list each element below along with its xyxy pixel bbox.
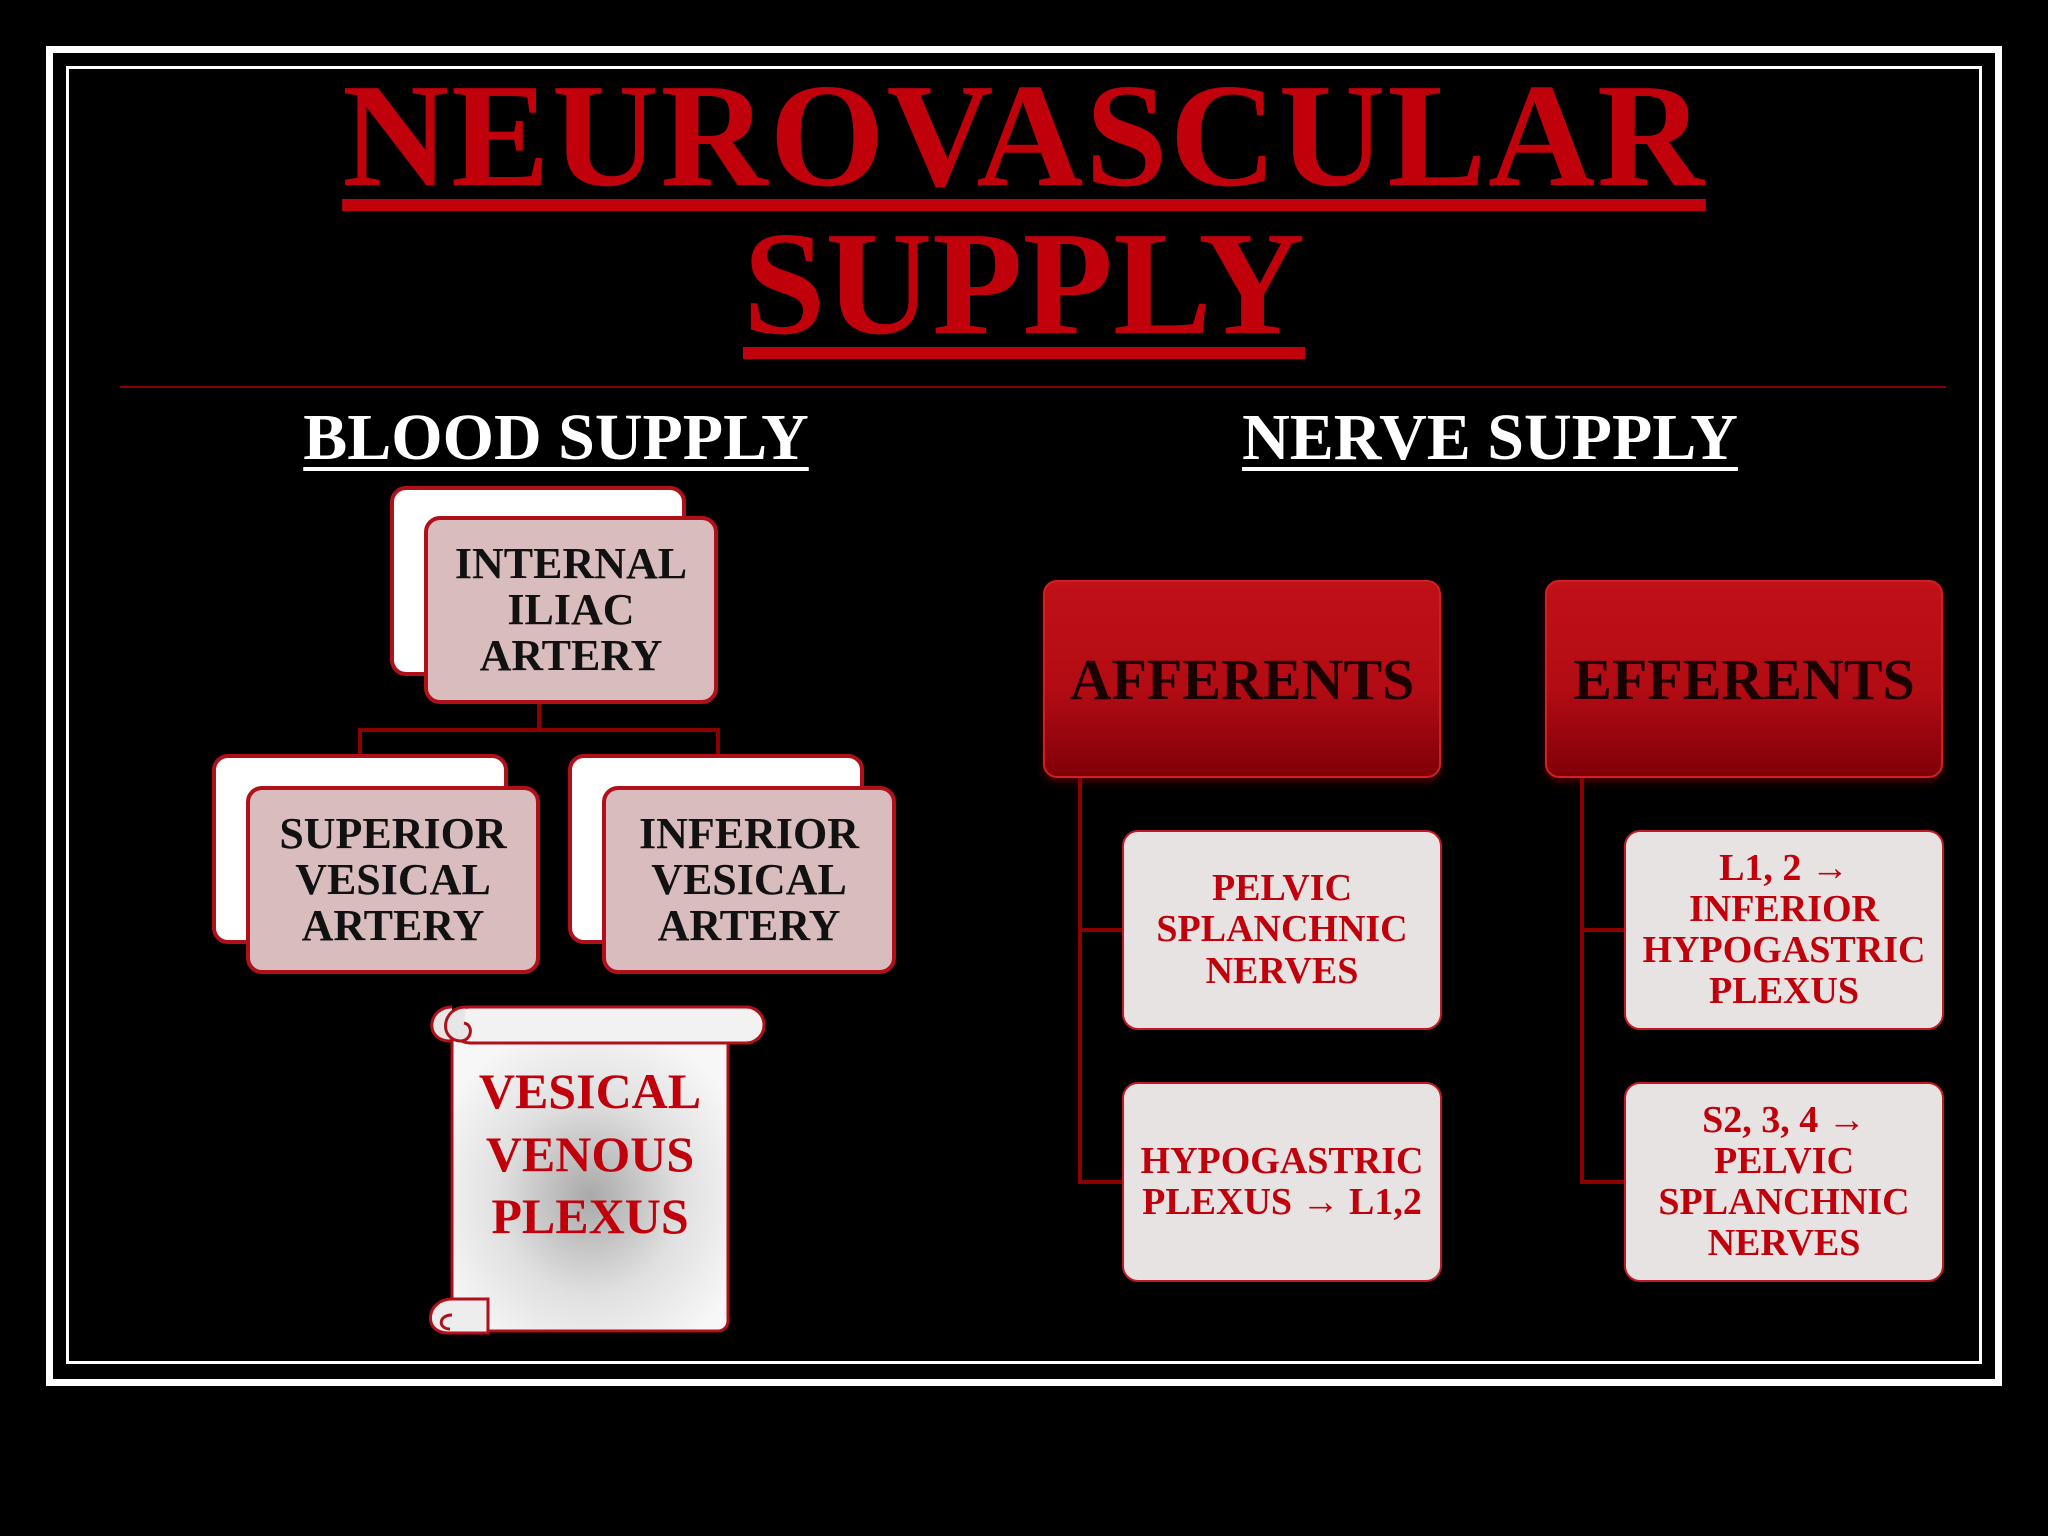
internal-iliac-line3: ARTERY [479, 630, 663, 680]
internal-iliac-line2: ILIAC [507, 585, 635, 635]
vesical-venous-plexus-scroll [429, 1005, 766, 1335]
pelvic-splanchnic-nerves-box: PELVIC SPLANCHNIC NERVES [1122, 830, 1442, 1030]
efferents-header: EFFERENTS [1545, 580, 1943, 778]
superior-vesical-line3: ARTERY [301, 900, 485, 950]
scroll-line2: VENOUS [485, 1125, 695, 1182]
slide-inner-frame [66, 66, 1982, 1364]
eff1-line2: INFERIOR [1688, 887, 1880, 930]
efferents-branch-2 [1580, 1180, 1624, 1184]
connector-left-drop [358, 728, 362, 758]
connector-right-drop [716, 728, 720, 758]
inferior-vesical-line2: VESICAL [651, 855, 847, 905]
scroll-line1: VESICAL [478, 1063, 702, 1119]
internal-iliac-line1: INTERNAL [454, 539, 688, 589]
hypogastric-plexus-box: HYPOGASTRIC PLEXUS → L1,2 [1122, 1082, 1442, 1282]
inferior-vesical-line3: ARTERY [657, 900, 841, 950]
eff2-line3: SPLANCHNIC [1658, 1181, 1910, 1223]
vesical-venous-plexus-text: VESICAL VENOUS PLEXUS [440, 1060, 740, 1248]
connector-bar [358, 728, 720, 732]
eff1-line1: L1, 2 → [1719, 846, 1849, 889]
aff2-line1: HYPOGASTRIC [1140, 1139, 1424, 1182]
aff1-line2: SPLANCHNIC [1156, 908, 1408, 951]
efferents-vertical-connector [1580, 778, 1584, 1184]
eff2-line2: PELVIC [1713, 1139, 1855, 1182]
superior-vesical-line1: SUPERIOR [279, 809, 507, 859]
efferents-branch-1 [1580, 928, 1624, 932]
aff2-line2: PLEXUS → L1,2 [1142, 1181, 1422, 1223]
inferior-hypogastric-plexus-box: L1, 2 → INFERIOR HYPOGASTRIC PLEXUS [1624, 830, 1944, 1030]
superior-vesical-artery-box: SUPERIOR VESICAL ARTERY [246, 786, 540, 974]
scroll-line3: PLEXUS [491, 1188, 689, 1244]
afferents-header: AFFERENTS [1043, 580, 1441, 778]
title-divider [120, 386, 1946, 388]
slide-outer-frame [46, 46, 2002, 1386]
eff2-line1: S2, 3, 4 → [1702, 1098, 1866, 1141]
internal-iliac-artery-box: INTERNAL ILIAC ARTERY [424, 516, 718, 704]
efferent-pelvic-splanchnic-box: S2, 3, 4 → PELVIC SPLANCHNIC NERVES [1624, 1082, 1944, 1282]
slide-title-line2: SUPPLY [742, 202, 1305, 366]
inferior-vesical-artery-box: INFERIOR VESICAL ARTERY [602, 786, 896, 974]
afferents-branch-1 [1078, 928, 1122, 932]
inferior-vesical-line1: INFERIOR [638, 809, 860, 859]
eff1-line4: PLEXUS [1709, 970, 1859, 1013]
blood-supply-heading: BLOOD SUPPLY [303, 401, 809, 474]
connector-trunk [537, 704, 541, 730]
aff1-line3: NERVES [1205, 949, 1359, 992]
afferents-vertical-connector [1078, 778, 1082, 1184]
aff1-line1: PELVIC [1211, 867, 1353, 910]
superior-vesical-line2: VESICAL [295, 855, 491, 905]
eff2-line4: NERVES [1707, 1222, 1861, 1265]
afferents-branch-2 [1078, 1180, 1122, 1184]
slide-title-line1: NEUROVASCULAR [342, 54, 1706, 218]
eff1-line3: HYPOGASTRIC [1642, 929, 1926, 971]
nerve-supply-heading: NERVE SUPPLY [1242, 401, 1738, 474]
